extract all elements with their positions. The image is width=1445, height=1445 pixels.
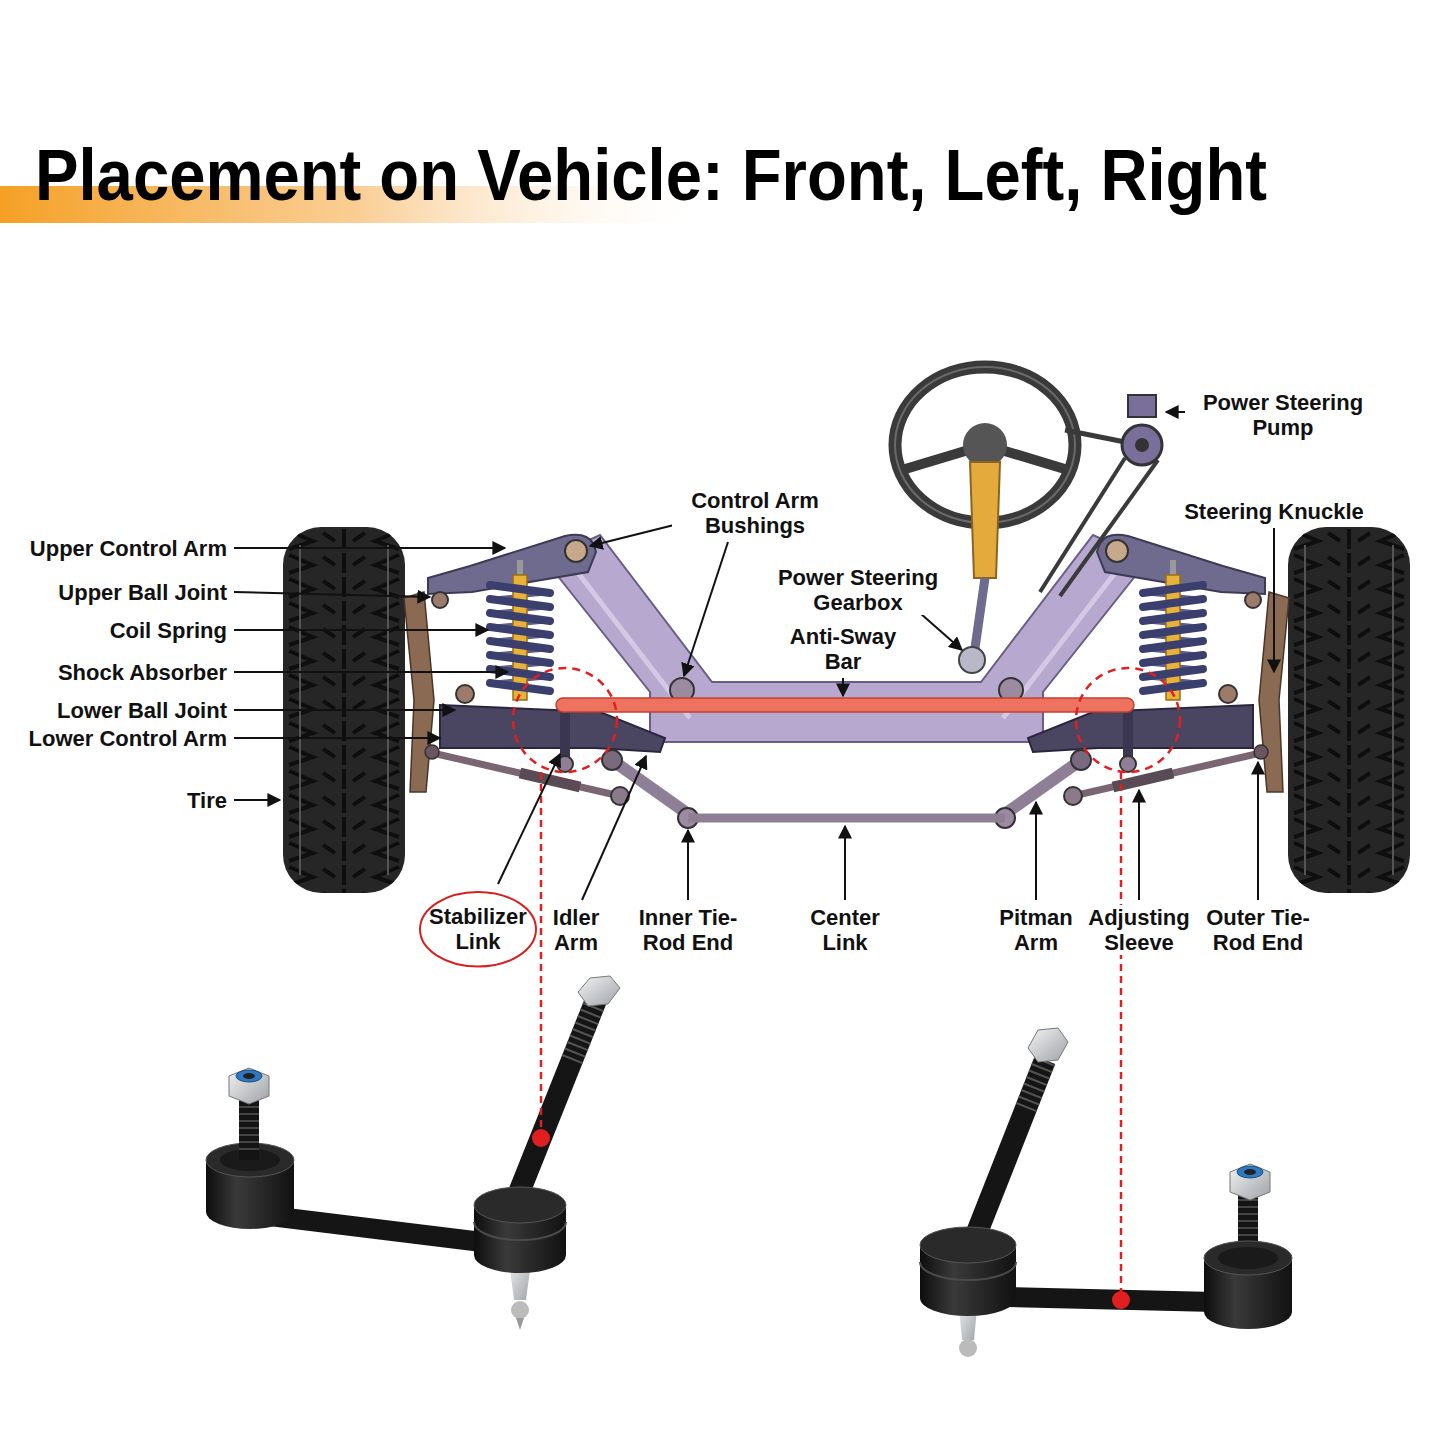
steering-shaft	[975, 578, 985, 648]
part-label: Lower Ball Joint	[56, 698, 228, 723]
power-steering-pump	[1128, 395, 1156, 417]
stabilizer-link-right	[1230, 1164, 1270, 1200]
part-label: Outer Tie-Rod End	[1190, 905, 1327, 955]
stabilizer-link-right	[959, 1339, 977, 1357]
steering-wheel	[963, 423, 1007, 467]
part-label: Power Steering Pump	[1190, 390, 1377, 440]
steering-gearbox	[959, 647, 985, 673]
part-label: Coil Spring	[109, 618, 228, 643]
part-label: Adjusting Sleeve	[1078, 905, 1200, 955]
stabilizer-link-left	[514, 1000, 596, 1205]
highlight-circle	[513, 668, 617, 772]
stabilizer-link-right	[1026, 1060, 1045, 1108]
anti-sway-bar	[556, 698, 1134, 712]
power-steering-pump	[1065, 430, 1125, 442]
leader-line	[842, 678, 844, 696]
stabilizer-link-right	[920, 1028, 1292, 1357]
stabilizer-link-right	[1237, 1166, 1263, 1178]
part-label: Upper Control Arm	[29, 536, 228, 561]
stabilizer-link-right	[1028, 1028, 1068, 1062]
stabilizer-link-left	[262, 1215, 482, 1242]
power-steering-pump	[1040, 458, 1158, 596]
callout-outline-ellipse	[420, 892, 536, 967]
stabilizer-link-left	[516, 1318, 524, 1330]
stabilizer-link-right	[1218, 1247, 1278, 1269]
leader-line	[844, 826, 846, 900]
stabilizer-link-left	[578, 976, 620, 1006]
center-link-rod	[688, 814, 1005, 823]
steering-column	[970, 462, 1000, 578]
stabilizer-link-left	[243, 1073, 255, 1079]
stabilizer-link-right	[1244, 1169, 1256, 1175]
suspension-side	[490, 585, 550, 691]
part-label: Pitman Arm	[990, 905, 1082, 955]
placement-dot	[1112, 1291, 1130, 1309]
node-text: Stabilizer Link	[428, 904, 528, 954]
stabilizer-link-left	[474, 1187, 566, 1223]
leader-line	[234, 412, 1274, 900]
leader-line	[1138, 790, 1140, 900]
page-title: Placement on Vehicle: Front, Left, Right	[35, 139, 1267, 211]
part-label: Shock Absorber	[57, 660, 228, 685]
suspension-side	[565, 540, 587, 562]
leader-line	[234, 629, 488, 631]
leader-line	[234, 547, 505, 549]
stabilizer-link-left	[236, 1070, 262, 1082]
part-label: Steering Knuckle	[1183, 499, 1365, 524]
callout-ellipse: Stabilizer Link	[418, 890, 538, 969]
highlight-circle	[1076, 668, 1180, 772]
part-label: Upper Ball Joint	[57, 580, 228, 605]
suspension-side	[557, 756, 573, 772]
suspension-side	[432, 592, 448, 608]
suspension-side	[456, 685, 474, 703]
stabilizer-link-left	[229, 1068, 269, 1104]
suspension-side	[425, 745, 439, 759]
part-label: Inner Tie-Rod End	[620, 905, 757, 955]
stabilizer-link-right	[1204, 1241, 1292, 1275]
leader-line	[1257, 762, 1259, 900]
leader-line	[684, 542, 728, 676]
part-label: Anti-Sway Bar	[780, 624, 907, 674]
leader-line	[498, 754, 560, 884]
leader-line	[582, 756, 646, 900]
part-label: Tire	[186, 788, 228, 813]
leader-line	[687, 830, 689, 900]
highlight-circle	[513, 668, 1180, 772]
placement-pointer	[541, 772, 1121, 1292]
stabilizer-link-left	[511, 1301, 529, 1319]
part-label: Control Arm Bushings	[672, 488, 839, 538]
leader-line	[234, 799, 280, 801]
stabilizer-link-left	[239, 1100, 259, 1150]
suspension-side	[404, 592, 434, 792]
part-label: Lower Control Arm	[28, 726, 228, 751]
stabilizer-link-right	[972, 1060, 1045, 1245]
stabilizer-link-left	[206, 976, 620, 1330]
placement-pointer	[1120, 772, 1123, 1292]
power-steering-pump	[1040, 395, 1162, 596]
leader-line	[234, 592, 430, 597]
leader-line	[1273, 528, 1275, 672]
placement-dot	[532, 1129, 550, 1147]
power-steering-pump	[1135, 438, 1149, 452]
suspension-side	[428, 752, 620, 796]
leader-line	[1035, 802, 1037, 900]
stabilizer-link-left	[572, 1005, 594, 1060]
stabilizer-link-left	[474, 1222, 566, 1240]
stabilizer-link-right	[920, 1227, 1016, 1263]
suspension-side	[513, 575, 527, 700]
leader-line	[234, 709, 455, 711]
part-label: Power Steering Gearbox	[765, 565, 952, 615]
stabilizer-link-right	[1008, 1297, 1215, 1302]
part-label: Idler Arm	[543, 905, 610, 955]
leader-line	[234, 671, 508, 673]
leader-line	[234, 737, 440, 739]
power-steering-pump	[1122, 425, 1162, 465]
frame-highlight	[565, 556, 1128, 718]
leader-line	[1166, 411, 1185, 413]
part-label: Center Link	[799, 905, 891, 955]
stabilizer-link-right	[920, 1262, 1016, 1280]
stabilizer-link-left	[239, 1098, 259, 1160]
